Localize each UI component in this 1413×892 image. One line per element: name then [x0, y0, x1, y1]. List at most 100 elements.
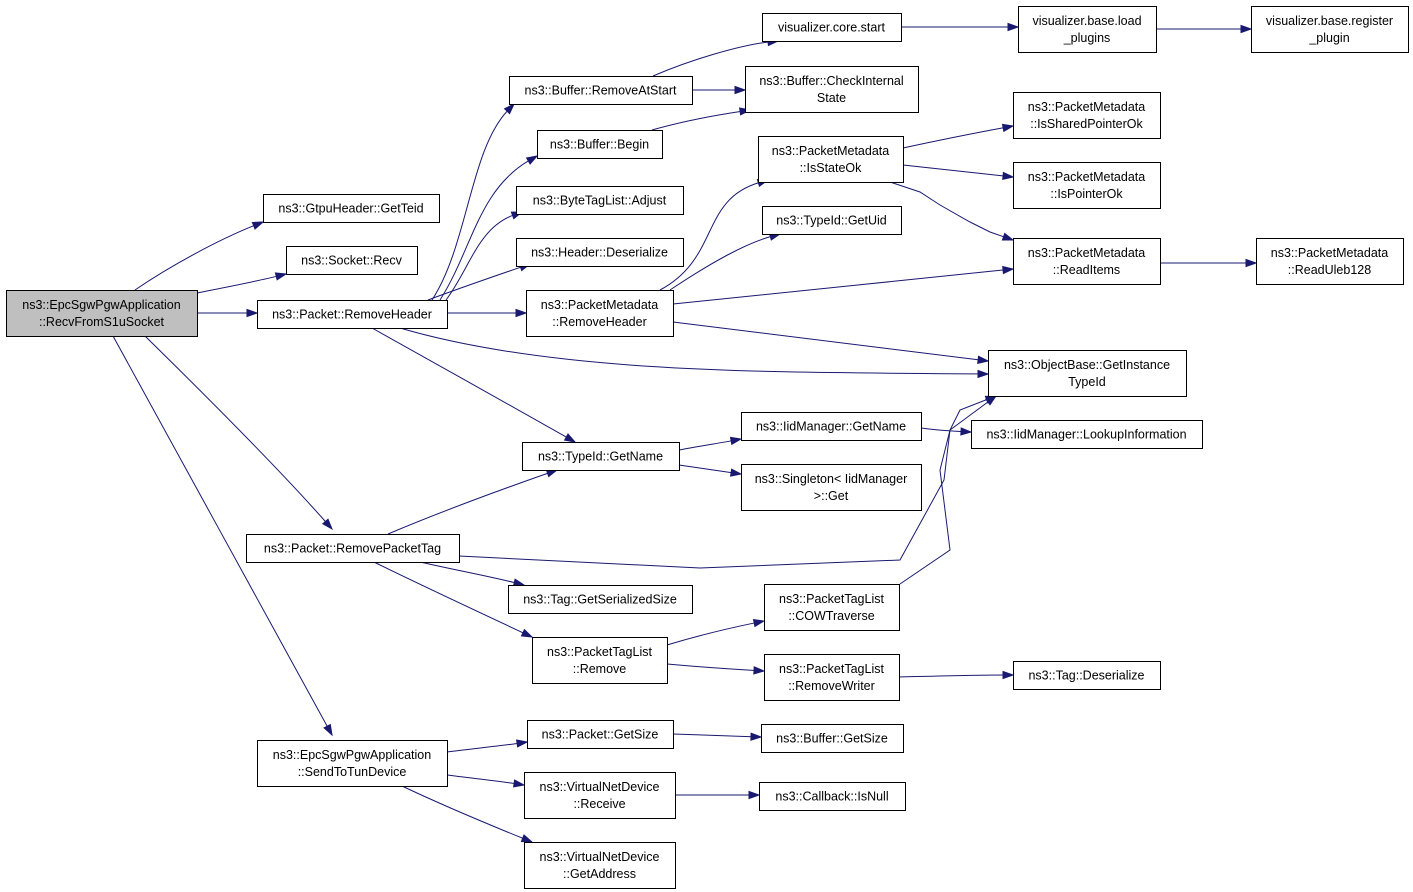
node-label: _plugins — [1063, 31, 1111, 45]
edge-line — [427, 266, 522, 301]
edge-n4-n11 — [387, 469, 559, 535]
node-box — [741, 412, 922, 441]
function-node[interactable]: ns3::Packet::RemovePacketTag — [246, 534, 460, 563]
node-box — [764, 584, 900, 631]
edge-n0-n3 — [197, 308, 259, 318]
function-node[interactable]: ns3::PacketMetadata::ReadUleb128 — [1256, 238, 1404, 285]
root-function-node[interactable]: ns3::EpcSgwPgwApplication::RecvFromS1uSo… — [6, 290, 198, 337]
edge-n17-n27 — [901, 22, 1020, 32]
node-box — [745, 66, 919, 113]
function-node[interactable]: ns3::Buffer::RemoveAtStart — [509, 76, 693, 105]
function-node[interactable]: ns3::PacketMetadata::RemoveHeader — [526, 290, 674, 337]
edge-n19-n28 — [902, 123, 1015, 149]
arrow-head-icon — [753, 666, 766, 675]
arrow-head-icon — [503, 102, 516, 115]
edge-line — [419, 561, 516, 584]
node-label: State — [817, 91, 846, 105]
node-box — [971, 420, 1203, 449]
arrow-head-icon — [563, 433, 577, 443]
edge-line — [458, 400, 990, 569]
function-node[interactable]: ns3::PacketMetadata::IsStateOk — [758, 136, 904, 183]
node-box — [1013, 92, 1161, 139]
function-node[interactable]: ns3::Packet::GetSize — [527, 720, 674, 749]
node-label: ::RecvFromS1uSocket — [39, 315, 165, 329]
function-node[interactable]: ns3::PacketTagList::COWTraverse — [764, 584, 900, 631]
function-node[interactable]: ns3::PacketMetadata::IsPointerOk — [1013, 162, 1161, 209]
arrow-head-icon — [513, 779, 526, 788]
node-label: ns3::Buffer::RemoveAtStart — [525, 84, 677, 98]
node-label: ns3::PacketMetadata — [1271, 246, 1388, 260]
edge-n7-n18 — [651, 107, 752, 131]
node-label: ns3::Packet::RemoveHeader — [272, 308, 432, 322]
edge-line — [678, 440, 733, 451]
function-node[interactable]: ns3::PacketTagList::Remove — [532, 637, 668, 684]
function-node[interactable]: ns3::PacketMetadata::ReadItems — [1013, 238, 1161, 285]
arrow-head-icon — [1007, 22, 1020, 32]
node-label: ns3::ObjectBase::GetInstance — [1004, 358, 1170, 372]
edge-n0-n5 — [112, 335, 333, 737]
edge-n4-n12 — [419, 561, 526, 587]
node-label: ns3::IidManager::LookupInformation — [986, 428, 1186, 442]
edge-n14-n25 — [672, 732, 763, 741]
arrow-head-icon — [977, 369, 990, 379]
node-box — [1013, 162, 1161, 209]
function-node[interactable]: ns3::Packet::RemoveHeader — [257, 300, 448, 329]
node-box — [6, 290, 198, 337]
function-node[interactable]: ns3::Header::Deserialize — [516, 238, 684, 267]
edge-line — [431, 110, 509, 301]
function-node[interactable]: visualizer.core.start — [762, 13, 902, 42]
arrow-head-icon — [1001, 123, 1015, 133]
function-node[interactable]: ns3::Buffer::GetSize — [761, 724, 904, 753]
function-node[interactable]: ns3::TypeId::GetName — [522, 442, 680, 471]
edge-line — [651, 110, 742, 131]
edge-n13-n24 — [666, 663, 766, 675]
node-label: ::ReadUleb128 — [1288, 263, 1371, 277]
function-node[interactable]: ns3::PacketTagList::RemoveWriter — [764, 654, 900, 701]
function-node[interactable]: ns3::Buffer::Begin — [537, 130, 663, 159]
function-node[interactable]: ns3::IidManager::GetName — [741, 412, 922, 441]
function-node[interactable]: ns3::PacketMetadata::IsSharedPointerOk — [1013, 92, 1161, 139]
function-node[interactable]: visualizer.base.register_plugin — [1251, 6, 1409, 53]
edge-n3-n8 — [445, 211, 524, 301]
node-box — [537, 130, 663, 159]
node-label: ns3::PacketMetadata — [1028, 100, 1145, 114]
edge-n6-n18 — [692, 85, 747, 95]
node-label: ns3::PacketTagList — [779, 662, 884, 676]
node-label: ns3::Callback::IsNull — [775, 790, 888, 804]
function-node[interactable]: ns3::GtpuHeader::GetTeid — [263, 194, 440, 223]
edge-n3-n6 — [431, 102, 516, 301]
edge-n27-n34 — [1156, 24, 1253, 34]
node-label: ::IsPointerOk — [1050, 187, 1123, 201]
function-node[interactable]: ns3::Callback::IsNull — [759, 782, 906, 811]
edge-line — [899, 398, 988, 585]
node-label: ns3::PacketTagList — [547, 645, 652, 659]
function-node[interactable]: visualizer.base.load_plugins — [1018, 6, 1157, 53]
node-box — [1018, 6, 1157, 53]
edge-line — [439, 160, 530, 301]
node-label: ns3::Tag::Deserialize — [1028, 669, 1144, 683]
function-node[interactable]: ns3::Socket::Recv — [286, 246, 418, 275]
function-node[interactable]: ns3::Tag::Deserialize — [1013, 661, 1161, 690]
function-node[interactable]: ns3::ByteTagList::Adjust — [516, 186, 684, 215]
function-node[interactable]: ns3::VirtualNetDevice::Receive — [524, 772, 676, 819]
function-node[interactable]: ns3::IidManager::LookupInformation — [971, 420, 1203, 449]
node-box — [762, 13, 902, 42]
edge-n3-n31 — [399, 327, 990, 379]
node-box — [764, 654, 900, 701]
edge-n5-n15 — [446, 774, 526, 788]
node-label: ns3::IidManager::GetName — [756, 420, 906, 434]
node-label: ns3::PacketMetadata — [1028, 246, 1145, 260]
node-label: ::COWTraverse — [788, 609, 874, 623]
function-node[interactable]: ns3::VirtualNetDevice::GetAddress — [524, 842, 676, 889]
node-box — [532, 637, 668, 684]
function-node[interactable]: ns3::Tag::GetSerializedSize — [508, 585, 693, 614]
function-node[interactable]: ns3::EpcSgwPgwApplication::SendToTunDevi… — [257, 740, 448, 787]
function-node[interactable]: ns3::TypeId::GetUid — [762, 206, 902, 235]
edge-n0-n1 — [134, 221, 265, 291]
function-node[interactable]: ns3::Singleton< IidManager>::Get — [741, 464, 922, 511]
edge-line — [902, 164, 1005, 177]
edge-n21-n32 — [920, 427, 973, 436]
